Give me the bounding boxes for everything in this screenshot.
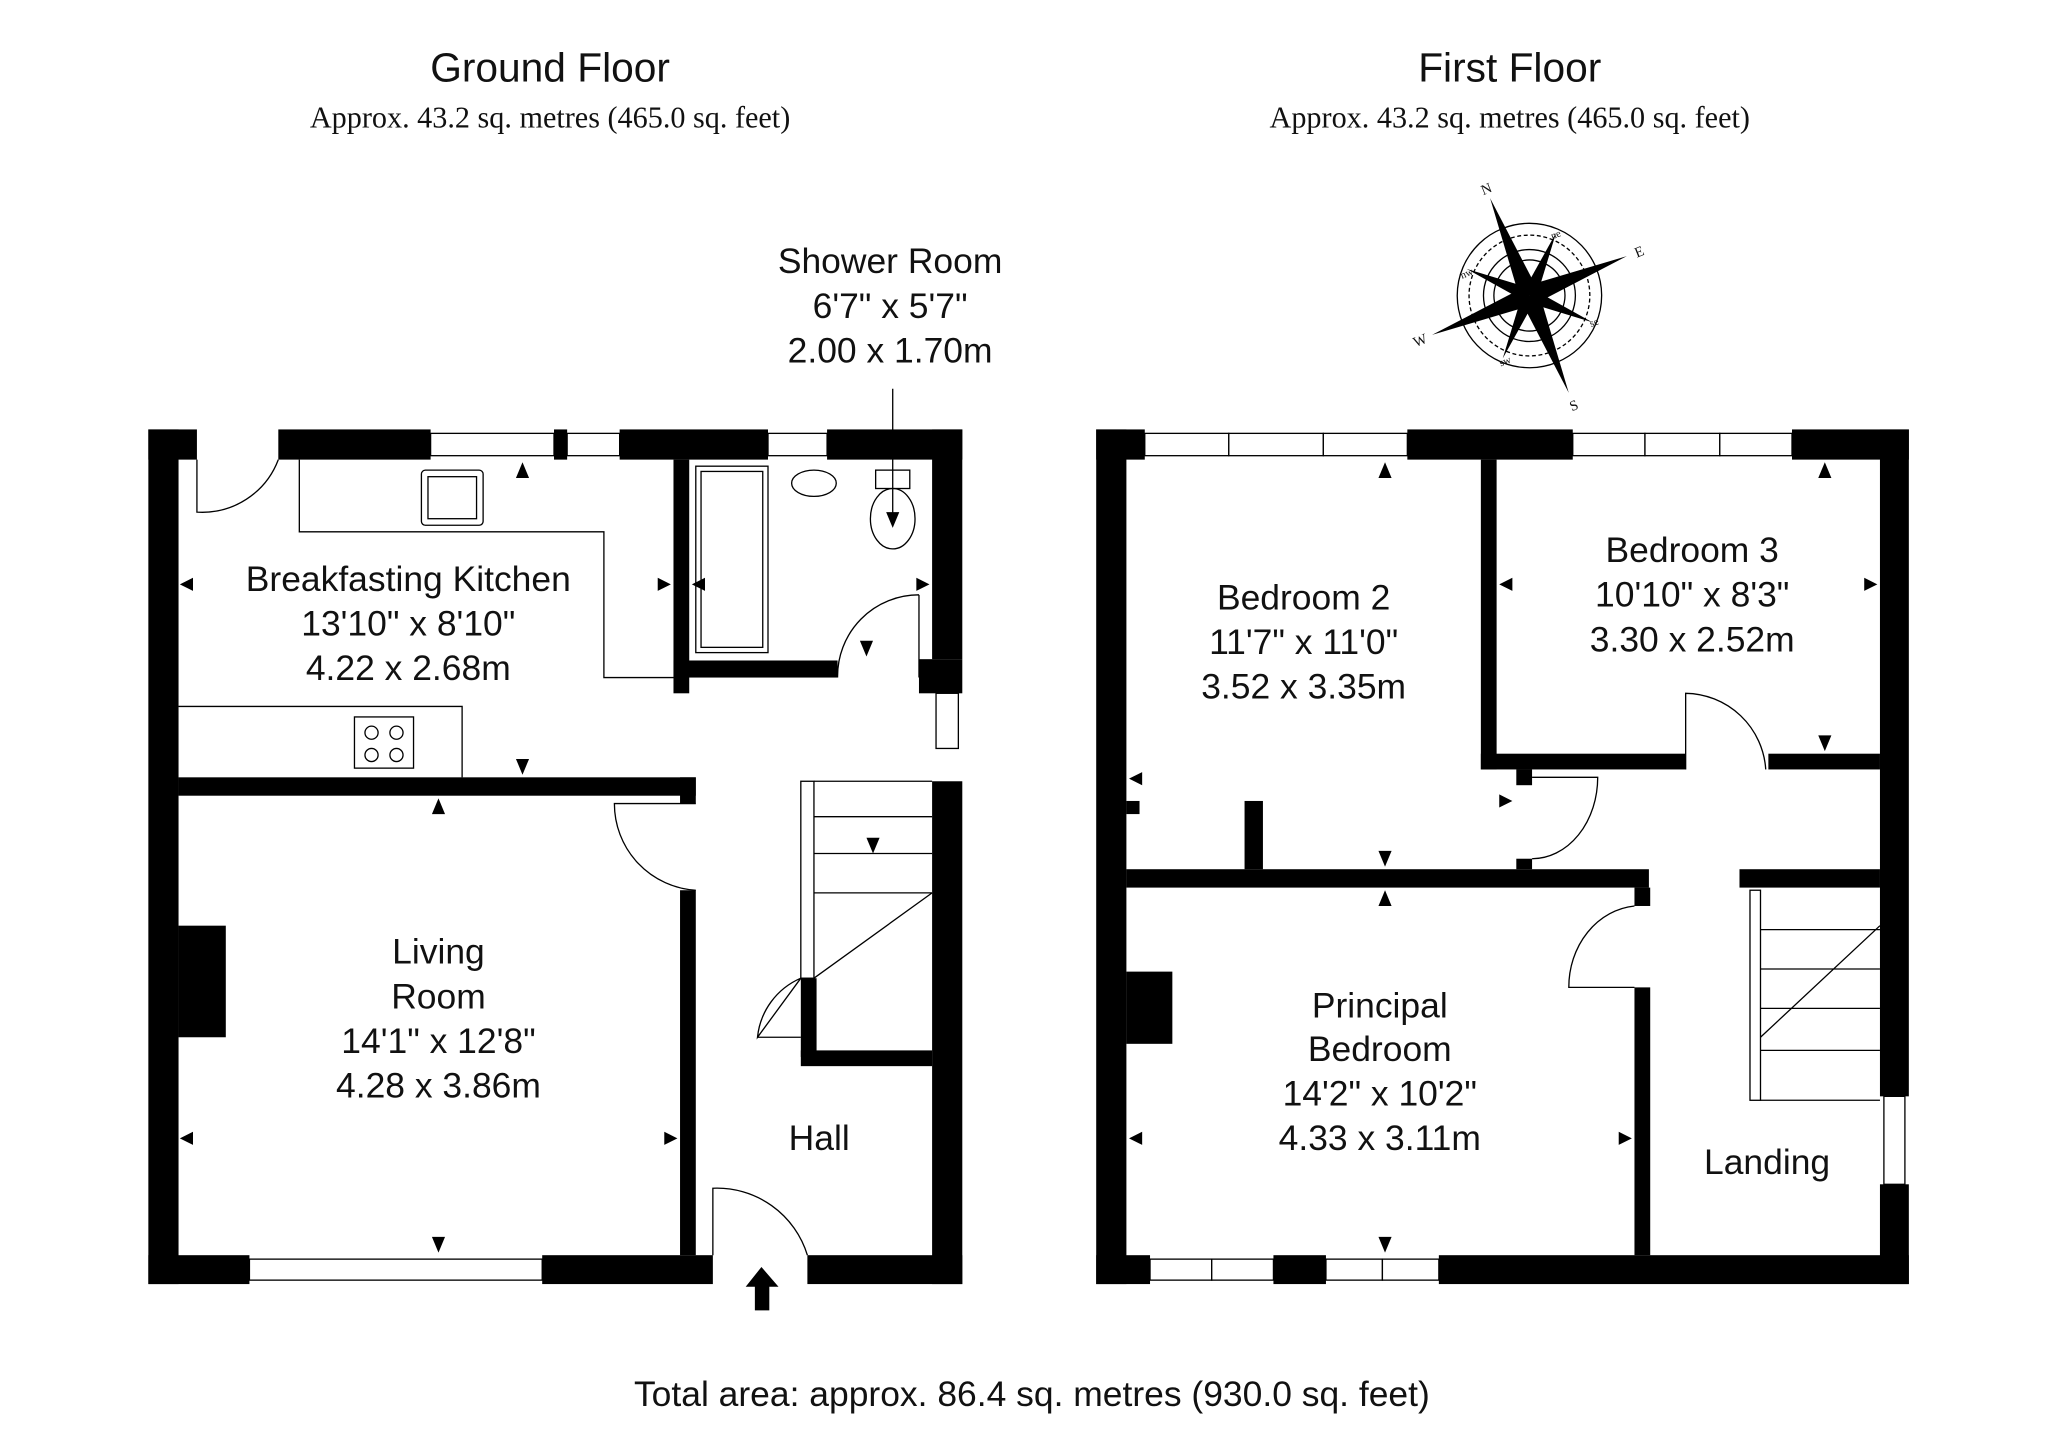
room-label-breakfasting-kitchen: Breakfasting Kitchen 13'10" x 8'10" 4.22… [246,559,571,688]
room-label-landing: Landing [1704,1142,1830,1182]
svg-text:10'10" x 8'3": 10'10" x 8'3" [1595,575,1789,615]
svg-text:Bedroom 2: Bedroom 2 [1217,577,1390,617]
ground-floor-title: Ground Floor [430,45,670,91]
svg-text:Bedroom: Bedroom [1308,1029,1452,1069]
svg-text:14'1" x 12'8": 14'1" x 12'8" [341,1021,535,1061]
room-label-hall: Hall [789,1118,850,1158]
room-label-bedroom-3: Bedroom 3 10'10" x 8'3" 3.30 x 2.52m [1590,530,1795,659]
svg-text:4.33 x 3.11m: 4.33 x 3.11m [1279,1118,1481,1158]
compass-east-label: E [1632,243,1646,261]
compass-south-label: S [1567,397,1580,415]
first-floor-title: First Floor [1418,45,1601,91]
compass-ne-label: ne [1549,228,1563,242]
room-label-living-room: Living Room 14'1" x 12'8" 4.28 x 3.86m [336,932,541,1106]
total-area: Total area: approx. 86.4 sq. metres (930… [634,1374,1430,1414]
svg-text:Living: Living [392,932,485,972]
room-label-principal-bedroom: Principal Bedroom 14'2" x 10'2" 4.33 x 3… [1279,986,1481,1159]
compass-rose-icon: N E S W ne se sw nw [1411,180,1647,415]
svg-text:Room: Room [391,976,486,1016]
first-floor-plan [1096,429,1909,1285]
svg-text:4.22 x 2.68m: 4.22 x 2.68m [306,648,511,688]
svg-text:Bedroom 3: Bedroom 3 [1606,530,1779,570]
compass-se-label: se [1588,316,1601,330]
room-label-shower-room: Shower Room 6'7" x 5'7" 2.00 x 1.70m [778,241,1003,370]
ground-floor-area: Approx. 43.2 sq. metres (465.0 sq. feet) [310,100,790,134]
svg-text:3.30 x 2.52m: 3.30 x 2.52m [1590,619,1795,659]
room-label-bedroom-2: Bedroom 2 11'7" x 11'0" 3.52 x 3.35m [1201,577,1406,706]
svg-text:3.52 x 3.35m: 3.52 x 3.35m [1201,667,1406,707]
compass-west-label: W [1411,331,1430,351]
ground-floor-plan [148,388,963,1311]
svg-text:Shower Room: Shower Room [778,241,1003,281]
svg-text:6'7" x 5'7": 6'7" x 5'7" [813,286,968,326]
compass-sw-label: sw [1498,355,1513,370]
compass-nw-label: nw [1459,266,1475,281]
svg-text:Breakfasting Kitchen: Breakfasting Kitchen [246,559,571,599]
svg-text:13'10" x 8'10": 13'10" x 8'10" [301,604,515,644]
first-floor-area: Approx. 43.2 sq. metres (465.0 sq. feet) [1270,100,1750,134]
svg-text:11'7" x 11'0": 11'7" x 11'0" [1209,622,1398,662]
svg-text:Principal: Principal [1312,986,1448,1026]
svg-text:14'2" x 10'2": 14'2" x 10'2" [1283,1074,1477,1114]
svg-text:2.00 x 1.70m: 2.00 x 1.70m [788,330,993,370]
entrance-arrow-icon [745,1267,779,1311]
compass-north-label: N [1479,180,1495,199]
svg-text:4.28 x 3.86m: 4.28 x 3.86m [336,1066,541,1106]
